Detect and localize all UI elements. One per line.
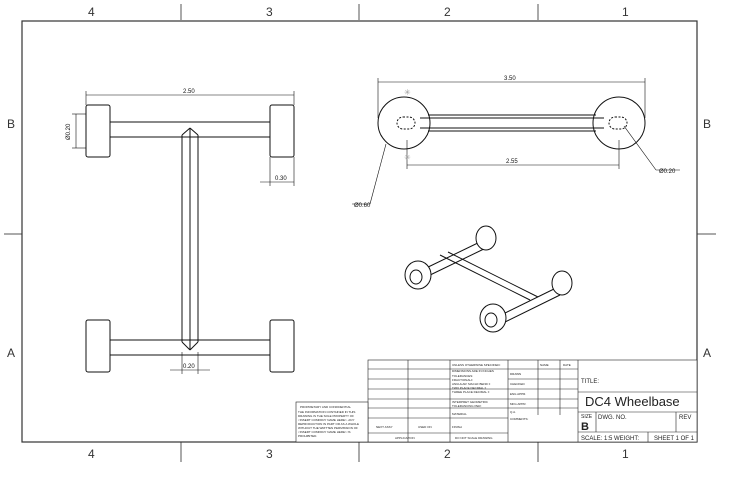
title-block [295,359,698,443]
tb-finish: FINISH [452,425,462,429]
tb-ang: ANGULAR: MACH± BEND ± [452,382,491,386]
dim-top-length: 3.50 [504,76,516,82]
zone-label-left-B: B [7,117,15,131]
zone-label-top-1: 1 [622,5,629,19]
front-view [85,104,295,373]
tb-tol2: TOLERANCING PER: [452,404,482,408]
zone-label-top-3: 3 [266,5,273,19]
front-top-left-wheel [85,104,111,158]
tb-prop-2: DRAWING IS THE SOLE PROPERTY OF [298,414,354,418]
tb-two-place: TWO PLACE DECIMAL ± [452,386,487,390]
zone-ticks [4,4,716,462]
tb-prop-5: WITHOUT THE WRITTEN PERMISSION OF [298,426,358,430]
dim-front-width: 2.50 [183,89,195,95]
tb-size: B [581,421,589,433]
drawing-title: DC4 Wheelbase [585,394,680,409]
front-top-right-wheel [269,104,295,158]
zone-label-right-A: A [703,346,711,360]
tb-eng-appr: ENG APPR. [510,392,526,396]
tb-checked: CHECKED [510,382,526,386]
zone-label-left-A: A [7,346,15,360]
top-left-wheel [377,96,431,150]
tb-dwg-label: DWG. NO. [598,415,627,421]
tb-unless: UNLESS OTHERWISE SPECIFIED: [452,363,501,367]
tb-comments: COMMENTS: [510,417,528,421]
tb-interpret: INTERPRET GEOMETRIC [452,400,489,404]
isometric-view [404,225,573,333]
dim-front-hub-width: 0.30 [275,176,287,182]
zone-label-right-B: B [703,117,711,131]
dim-top-hub-dia: Ø0.20 [659,169,676,175]
tb-rev-label: REV [679,415,691,421]
center-mark-bottom: ✳ [404,153,411,162]
tb-used-on: USED ON [418,425,432,429]
tb-three-place: THREE PLACE DECIMAL ± [452,390,490,394]
zone-label-bottom-3: 3 [266,447,273,461]
tb-prop-6: <INSERT COMPANY NAME HERE> IS [298,430,350,434]
tb-drawn: DRAWN [510,372,521,376]
dim-front-axle-width: 0.20 [183,364,195,370]
dim-front-wheel-dia: Ø0.20 [66,123,72,140]
tb-name: NAME [540,363,549,367]
tb-prop-title: PROPRIETARY AND CONFIDENTIAL [300,405,351,409]
tb-prop-3: <INSERT COMPANY NAME HERE>. ANY [298,418,354,422]
tb-dims: DIMENSIONS ARE IN INCHES [452,369,494,373]
tb-qa: Q.A. [510,410,516,414]
tb-prop-1: THE INFORMATION CONTAINED IN THIS [298,410,355,414]
zone-label-top-4: 4 [88,5,95,19]
tb-tol: TOLERANCES: [452,374,473,378]
dim-top-wheel-dia: Ø0.60 [354,203,371,209]
zone-label-bottom-1: 1 [622,447,629,461]
tb-next-assy: NEXT ASSY [376,425,393,429]
tb-date: DATE [563,363,571,367]
top-view [377,96,646,150]
dim-top-center: 2.55 [506,159,518,165]
tb-size-label: SIZE [581,414,593,420]
tb-do-not-scale: DO NOT SCALE DRAWING [455,436,493,440]
title-block-text: UNLESS OTHERWISE SPECIFIED: DIMENSIONS A… [298,363,695,442]
tb-application: APPLICATION [395,436,415,440]
tb-mfg-appr: MFG APPR. [510,402,527,406]
zone-label-bottom-2: 2 [444,447,451,461]
front-bottom-right-wheel [269,319,295,373]
tb-material: MATERIAL [452,412,467,416]
tb-prop-4: REPRODUCTION IN PART OR AS A WHOLE [298,422,359,426]
tb-title-label: TITLE: [581,379,599,385]
front-bottom-left-wheel [85,319,111,373]
zone-label-bottom-4: 4 [88,447,95,461]
tb-prop-7: PROHIBITED. [298,434,317,438]
tb-scale: SCALE: 1:5 WEIGHT: [581,436,639,442]
tb-sheet: SHEET 1 OF 1 [654,436,695,442]
zone-label-top-2: 2 [444,5,451,19]
tb-frac: FRACTIONAL± [452,378,473,382]
center-mark-top: ✳ [404,88,411,97]
